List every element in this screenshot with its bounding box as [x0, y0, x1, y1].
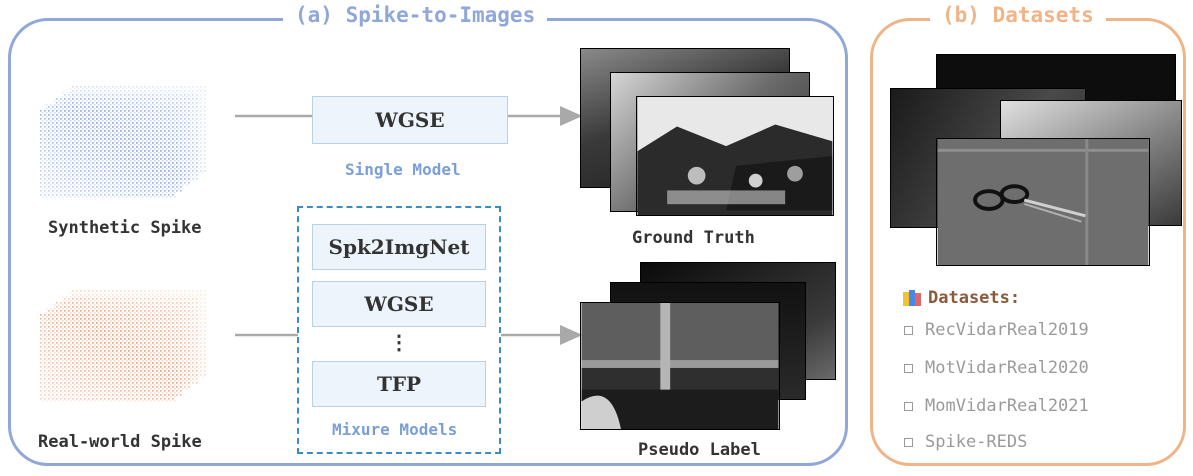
gt-image-front	[636, 96, 834, 216]
panel-b-title: (b) Datasets	[930, 3, 1106, 27]
dataset-item: RecVidarReal2019	[904, 320, 1089, 340]
datasets-legend-title: Datasets:	[928, 288, 1021, 308]
books-icon	[903, 290, 921, 306]
checkbox-square-icon	[904, 401, 913, 411]
pseudo-label-caption: Pseudo Label	[638, 440, 761, 460]
ground-truth-caption: Ground Truth	[632, 228, 755, 248]
mixture-models-label: Mixure Models	[332, 420, 458, 439]
model-box-tfp: TFP	[312, 361, 486, 407]
dataset-item: MotVidarReal2020	[904, 358, 1089, 378]
single-model-label: Single Model	[345, 160, 461, 179]
dataset-image-scissors	[936, 138, 1150, 266]
dataset-item-label: MomVidarReal2021	[925, 396, 1089, 416]
real-world-spike-stack	[40, 290, 208, 402]
real-world-spike-caption: Real-world Spike	[38, 432, 202, 452]
datasets-legend-header: Datasets:	[902, 288, 1020, 308]
mixture-models-group	[297, 206, 501, 454]
model-box-wgse: WGSE	[312, 281, 486, 327]
more-models-ellipsis: ⋮	[389, 330, 409, 354]
synthetic-spike-stack	[40, 86, 208, 198]
pseudo-image-front	[580, 302, 780, 430]
checkbox-square-icon	[904, 437, 913, 447]
checkbox-square-icon	[904, 363, 913, 373]
dataset-item-label: RecVidarReal2019	[925, 320, 1089, 340]
dataset-item: MomVidarReal2021	[904, 396, 1089, 416]
dataset-item: Spike-REDS	[904, 432, 1027, 452]
panel-a-title: (a) Spike-to-Images	[283, 3, 548, 27]
synthetic-spike-caption: Synthetic Spike	[48, 218, 202, 238]
dataset-item-label: Spike-REDS	[925, 432, 1028, 452]
dataset-item-label: MotVidarReal2020	[925, 358, 1089, 378]
model-box-spk2imgnet: Spk2ImgNet	[312, 224, 486, 270]
checkbox-square-icon	[904, 325, 913, 335]
single-model-box: WGSE	[312, 96, 508, 144]
